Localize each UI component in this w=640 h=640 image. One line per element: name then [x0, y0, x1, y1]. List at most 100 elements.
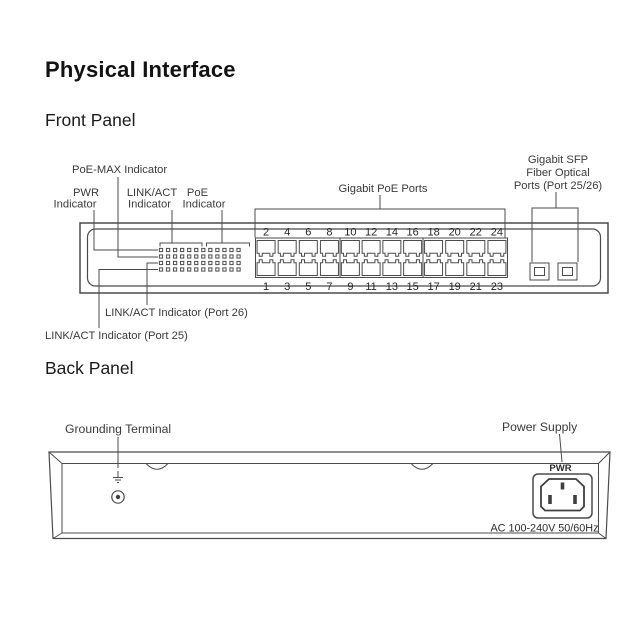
- led-dot: [229, 260, 234, 266]
- port-number-bottom: 23: [491, 281, 503, 293]
- led-dot: [158, 260, 164, 266]
- rj45-jack-bottom: [403, 259, 423, 276]
- led-dot: [194, 260, 199, 266]
- grounding-screw-center: [115, 494, 121, 500]
- led-dot: [187, 260, 192, 266]
- label-sfp-line2: Fiber Optical: [526, 167, 589, 179]
- led-dot: [236, 254, 241, 259]
- port-number-top: 22: [470, 227, 482, 239]
- bracket-poe-leds: [206, 210, 250, 247]
- rj45-jack-bottom: [424, 259, 444, 276]
- leader-poe-max: [117, 177, 158, 258]
- chassis-outer-edge: [79, 222, 609, 294]
- port-number-bottom: 15: [406, 281, 418, 293]
- c14-socket-outline: [540, 478, 585, 512]
- port-number-top: 12: [365, 227, 377, 239]
- chassis-face: [86, 228, 602, 287]
- bracket-sfp-ports: [531, 192, 579, 262]
- led-dot: [215, 254, 220, 259]
- back-panel-heading: Back Panel: [45, 358, 134, 378]
- label-linkact-port25: LINK/ACT Indicator (Port 25): [45, 330, 188, 342]
- label-linkact-port26: LINK/ACT Indicator (Port 26): [105, 307, 248, 319]
- label-pwr: PWR: [549, 463, 571, 474]
- led-dot: [208, 267, 213, 272]
- port-number-bottom: 13: [386, 281, 398, 293]
- label-sfp-line1: Gigabit SFP: [528, 154, 588, 166]
- led-dot: [208, 260, 213, 266]
- led-dot: [158, 267, 164, 272]
- rj45-jack-bottom: [256, 259, 276, 276]
- led-dot: [173, 247, 178, 253]
- port-number-bottom: 21: [470, 281, 482, 293]
- led-dot: [158, 254, 164, 259]
- led-dot: [173, 267, 178, 272]
- sfp-slot: [534, 267, 545, 276]
- back-panel-diagram: Grounding Terminal Power Supply PWR AC 1…: [48, 420, 611, 540]
- rj45-jack-top: [340, 240, 360, 257]
- back-chassis: [48, 451, 611, 540]
- led-dot: [222, 247, 227, 253]
- led-dot: [187, 254, 192, 259]
- led-dot: [222, 267, 227, 272]
- led-dot: [173, 260, 178, 266]
- leader-pwr: [93, 210, 158, 251]
- port-block-outline: [255, 237, 508, 278]
- led-dot: [165, 260, 171, 266]
- port-number-top: 2: [263, 227, 269, 239]
- port-number-top: 20: [449, 227, 461, 239]
- leader-power-supply: [559, 433, 563, 463]
- rj45-jack-bottom: [319, 259, 339, 276]
- led-dot: [236, 260, 241, 266]
- port-number-bottom: 11: [365, 281, 376, 293]
- led-dot: [215, 247, 220, 253]
- led-dot: [208, 247, 213, 253]
- label-power-supply: Power Supply: [502, 420, 578, 434]
- leader-port25: [98, 269, 158, 328]
- label-sfp-line3: Ports (Port 25/26): [514, 180, 603, 192]
- front-panel-diagram: PoE-MAX Indicator PWR Indicator LINK/ACT…: [45, 154, 609, 342]
- led-dot: [180, 267, 185, 272]
- power-inlet: PWR AC 100-240V 50/60Hz: [490, 463, 598, 535]
- rj45-jack-bottom: [277, 259, 297, 276]
- grounding-terminal: [111, 471, 125, 504]
- label-gigabit-poe-ports: Gigabit PoE Ports: [339, 183, 428, 195]
- port-number-top: 14: [386, 227, 398, 239]
- led-dot: [158, 247, 164, 253]
- led-dot: [187, 267, 192, 272]
- led-dot: [201, 267, 206, 272]
- front-chassis: [79, 222, 609, 294]
- sfp-port-25: [529, 262, 550, 281]
- led-dot: [222, 254, 227, 259]
- rj45-jack-bottom: [445, 259, 465, 276]
- led-dot: [165, 254, 171, 259]
- bracket-gigabit-poe-ports: [254, 195, 506, 238]
- label-ac-rating: AC 100-240V 50/60Hz: [490, 523, 598, 535]
- rj45-jack-top: [466, 240, 486, 257]
- rj45-jack-top: [361, 240, 381, 257]
- led-indicator-grid: [158, 247, 241, 272]
- led-dot: [229, 254, 234, 259]
- port-number-bottom: 9: [347, 281, 353, 293]
- label-linkact-indicator-line2: Indicator: [128, 199, 171, 211]
- port-number-bottom: 5: [305, 281, 311, 293]
- rj45-jack-bottom: [382, 259, 402, 276]
- led-dot: [208, 254, 213, 259]
- label-grounding-terminal: Grounding Terminal: [65, 422, 171, 436]
- label-pwr-indicator-line2: Indicator: [54, 199, 97, 211]
- sfp-ports: [529, 262, 578, 281]
- led-dot: [194, 254, 199, 259]
- rj45-jack-top: [382, 240, 402, 257]
- led-dot: [215, 260, 220, 266]
- port-number-bottom: 3: [284, 281, 290, 293]
- leader-port26: [146, 262, 158, 305]
- port-number-bottom: 19: [449, 281, 461, 293]
- rj45-jack-top: [487, 240, 507, 257]
- led-dot: [215, 267, 220, 272]
- power-pin-ground: [560, 482, 565, 490]
- rj45-jack-bottom: [340, 259, 360, 276]
- led-dot: [201, 247, 206, 253]
- port-number-top: 10: [344, 227, 356, 239]
- rj45-jack-top: [445, 240, 465, 257]
- label-poe-indicator-line1: PoE: [187, 187, 208, 199]
